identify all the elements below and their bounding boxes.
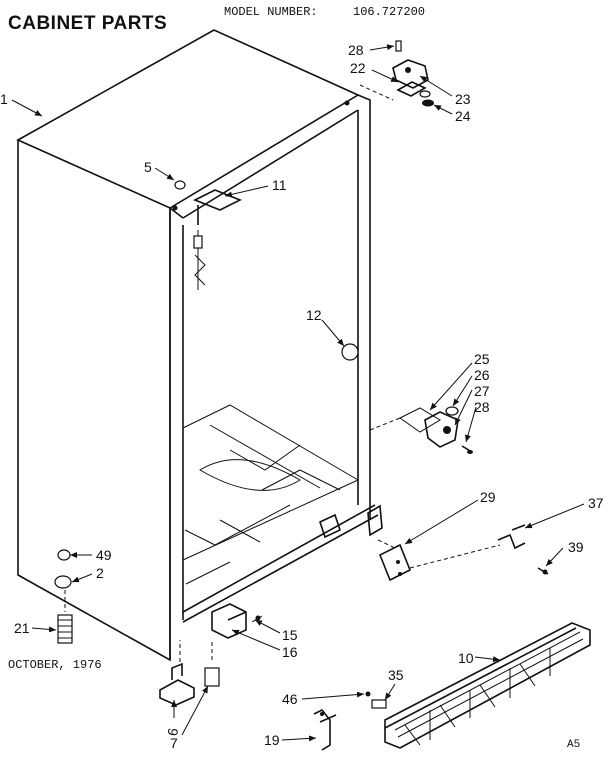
- callout-22: 22: [350, 60, 366, 76]
- callout-7: 7: [170, 735, 178, 751]
- door-switch: [211, 603, 263, 639]
- model-number-value: 106.727200: [353, 5, 426, 19]
- liner-plug: [341, 343, 359, 361]
- callout-35: 35: [388, 667, 404, 683]
- cabinet-floor-liner: [182, 404, 359, 585]
- callout-49: 49: [96, 547, 112, 563]
- center-hinge-assembly: [369, 406, 473, 454]
- diagram-title: CABINET PARTS: [8, 13, 168, 34]
- callout-10: 10: [458, 650, 474, 666]
- callout-16: 16: [282, 644, 298, 660]
- callout-26: 26: [474, 367, 490, 383]
- callout-39: 39: [568, 539, 584, 555]
- callout-46: 46: [282, 691, 298, 707]
- revision-date: OCTOBER, 1976: [8, 658, 102, 672]
- callout-15: 15: [282, 627, 298, 643]
- callout-1: 1: [0, 91, 8, 107]
- callout-24: 24: [455, 108, 471, 124]
- foot-cover: [204, 667, 220, 687]
- front-foot: [159, 640, 195, 706]
- top-hinge-assembly: [359, 40, 434, 107]
- lower-hinge-bracket: [377, 524, 549, 582]
- callout-29: 29: [480, 489, 496, 505]
- callout-27: 27: [474, 383, 490, 399]
- toe-grille: [384, 622, 591, 749]
- callout-25: 25: [474, 351, 490, 367]
- top-plug-button: [174, 180, 186, 190]
- cabinet-shell: [16, 29, 379, 662]
- callout-leaders: [11, 44, 585, 742]
- callout-28-top: 28: [348, 42, 364, 58]
- callout-2: 2: [96, 565, 104, 581]
- grille-clip: [371, 699, 387, 709]
- thermostat-bracket: [193, 189, 242, 290]
- callout-37: 37: [588, 495, 604, 511]
- callout-11: 11: [272, 177, 287, 193]
- grille-bracket: [313, 708, 337, 751]
- callout-5: 5: [144, 159, 152, 175]
- callout-23: 23: [455, 91, 471, 107]
- leveling-foot-parts: [54, 549, 73, 644]
- callout-6: 6: [164, 726, 181, 737]
- page-code: A5: [567, 739, 581, 751]
- callout-12: 12: [306, 307, 322, 323]
- callout-28-mid: 28: [474, 399, 490, 415]
- callout-labels: 1 5 11 12 28 22 23 24 25 26 27 28 29 37 …: [0, 42, 604, 751]
- callout-19: 19: [264, 732, 280, 748]
- callout-21: 21: [14, 620, 30, 636]
- model-number-label: MODEL NUMBER:: [224, 5, 318, 19]
